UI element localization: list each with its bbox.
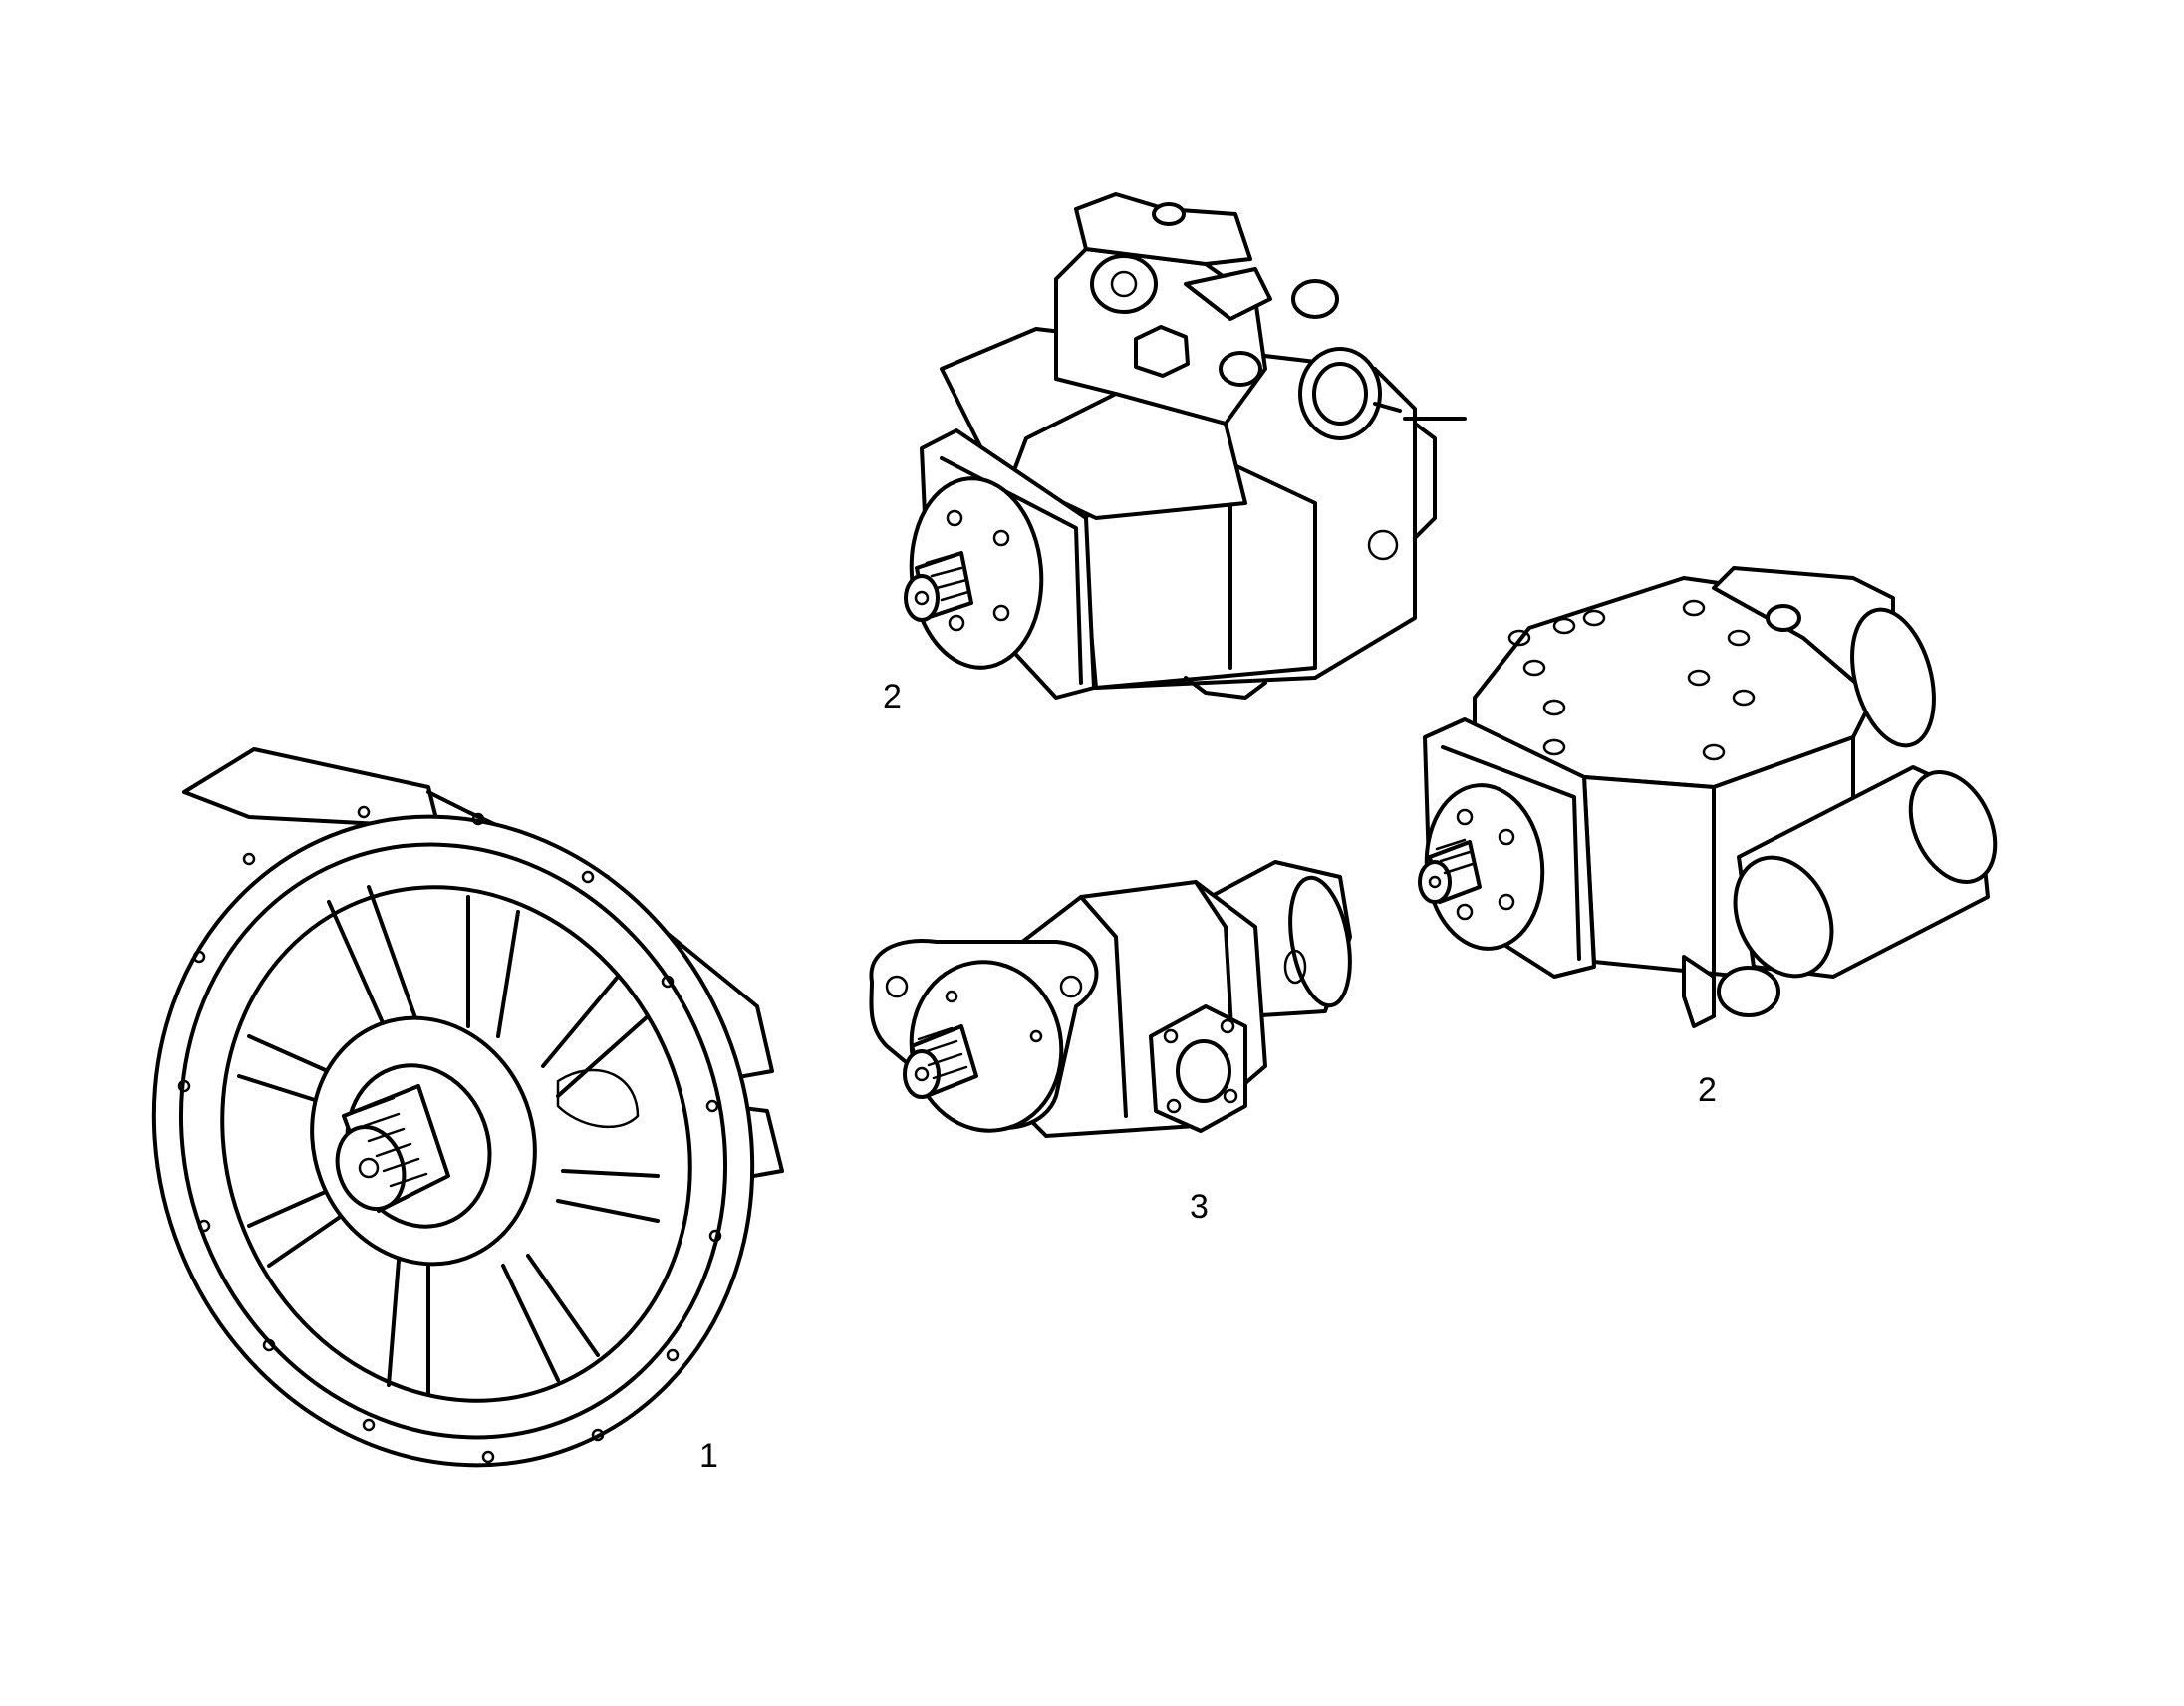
flywheel-housing-drawing xyxy=(151,747,784,1468)
callout-2-top: 2 xyxy=(883,678,902,715)
callout-3: 3 xyxy=(1190,1188,1209,1226)
motor-drawing xyxy=(869,860,1352,1138)
callout-2-right: 2 xyxy=(1698,1071,1717,1109)
pump-top-drawing xyxy=(904,192,1467,700)
pump-right-drawing xyxy=(1418,566,1998,1028)
callout-1: 1 xyxy=(699,1437,718,1475)
